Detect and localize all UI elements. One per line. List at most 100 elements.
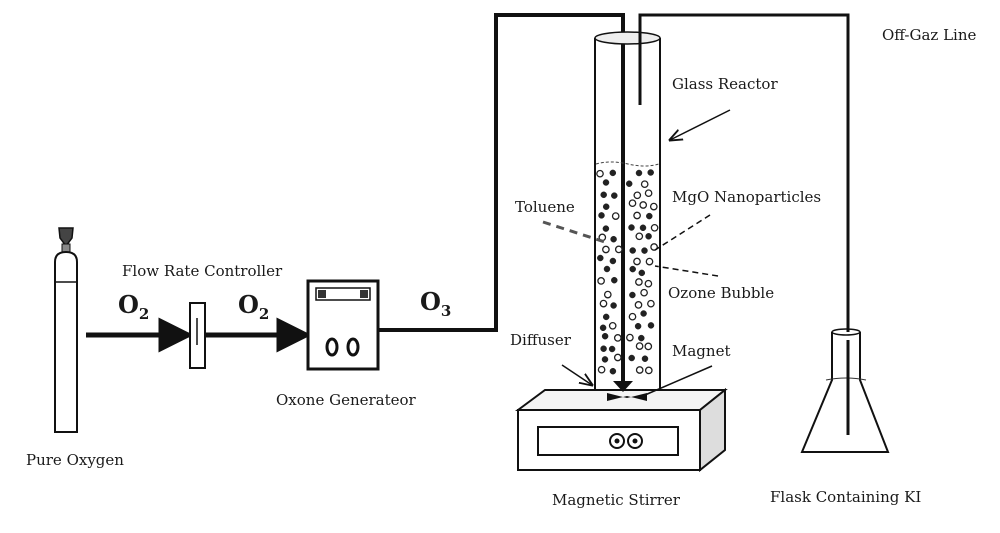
ozone-bubble: [635, 342, 644, 350]
ozone-bubble: [634, 301, 643, 309]
mgo-particle: [601, 356, 609, 363]
flow-rate-controller: [189, 302, 206, 369]
mgo-particle: [635, 169, 643, 177]
diffuser: [613, 381, 633, 392]
ozone-bubble: [602, 245, 610, 254]
mgo-particle: [611, 192, 618, 199]
mgo-particle: [609, 169, 617, 177]
glass-reactor-pointer: [670, 109, 731, 140]
diffuser-pointer: [561, 364, 592, 385]
ozone-bubble: [645, 257, 654, 266]
ozone-bubble: [626, 333, 634, 342]
magnet-label: Magnet: [672, 342, 730, 360]
ozone-bubble: [644, 189, 653, 198]
ozone-bubble: [614, 245, 623, 254]
ozone-bubble: [649, 202, 658, 211]
ozone-bubble: [635, 232, 644, 241]
ozone-bubble: [608, 321, 617, 330]
ozone-bubble: [635, 366, 644, 374]
mgo-particle: [603, 265, 611, 273]
ozone-bubble: [597, 277, 605, 285]
ozone-bubble: [633, 191, 642, 200]
ozone-generator-label: Oxone Generateor: [276, 391, 417, 409]
ozone-bubble: [639, 201, 648, 209]
ozone-bubble: [644, 279, 653, 288]
magnetic-stirrer: [514, 387, 728, 473]
o2-label-1: O2: [118, 290, 149, 323]
mgo-particle: [628, 224, 635, 231]
ozone-bubble: [650, 223, 659, 232]
mgo-particle: [629, 265, 636, 273]
mgo-particle: [602, 179, 610, 186]
magnet-pointer: [644, 365, 713, 396]
mgo-particle: [641, 247, 648, 254]
ozone-bubble: [635, 278, 643, 286]
mgo-particle: [611, 276, 618, 284]
mgo-particle: [639, 224, 647, 232]
ozone-bubble: [603, 290, 612, 299]
mgo-nanoparticles-label: MgO Nanoparticles: [672, 188, 821, 206]
off-gas-line: [638, 13, 859, 438]
ozone-bubble: [599, 299, 608, 308]
ozone-bubble: [633, 257, 641, 266]
mgo-particle: [634, 322, 642, 330]
mgo-particle: [600, 191, 607, 199]
ozone-bubble: [644, 366, 653, 375]
mgo-particle: [625, 180, 633, 187]
mgo-particle: [629, 291, 636, 299]
ozone-bubble: [596, 169, 604, 178]
ozone-bubble: [650, 243, 658, 251]
pure-oxygen-label: Pure Oxygen: [26, 451, 124, 469]
flow-rate-controller-label: Flow Rate Controller: [122, 262, 283, 280]
o2-label-2: O2: [238, 290, 269, 323]
ozone-bubble: [640, 180, 649, 189]
mgo-particle: [599, 324, 607, 332]
mgo-particle: [628, 354, 635, 362]
magnet: [607, 393, 647, 401]
toluene-label: Toluene: [515, 198, 575, 216]
mgo-particle: [640, 310, 647, 317]
ozone-bubble-pointer: [654, 265, 719, 277]
mgo-particle: [609, 367, 617, 375]
mgo-particle: [602, 225, 610, 232]
ozone-bubble: [640, 288, 648, 297]
mgo-particle: [647, 169, 654, 176]
mgo-particle: [602, 203, 610, 210]
mgo-particle: [638, 334, 645, 342]
toluene-pointer: [542, 220, 606, 244]
mgo-particle: [601, 332, 609, 340]
ozone-bubble: [647, 299, 655, 308]
ozone-bubble: [613, 353, 622, 362]
off-gas-line-label: Off-Gaz Line: [882, 26, 977, 44]
mgo-particle: [610, 302, 617, 309]
mgo-particle: [629, 247, 636, 254]
mgo-particle: [647, 322, 655, 329]
diffuser-label: Diffuser: [510, 331, 572, 349]
mgo-pointer: [654, 214, 711, 251]
flask-label: Flask Containing KI: [770, 488, 921, 506]
mgo-particle: [638, 269, 646, 277]
ozone-bubble: [633, 211, 641, 220]
mgo-particle: [598, 212, 605, 219]
oxygen-cylinder: [54, 227, 78, 433]
ozone-bubble: [611, 212, 620, 220]
ozone-feed-line: [378, 13, 625, 390]
ozone-bubble: [597, 365, 606, 374]
ozone-bubble: [628, 312, 637, 321]
mgo-particle: [645, 233, 652, 240]
mgo-particle: [646, 212, 653, 220]
ozone-bubble: [613, 334, 622, 342]
mgo-particle: [641, 355, 649, 362]
ozone-bubble: [644, 342, 653, 351]
mgo-particle: [600, 345, 607, 352]
mgo-particle: [610, 235, 617, 243]
mgo-nanoparticles-and-bubbles: [596, 169, 659, 375]
mgo-particle: [597, 254, 604, 262]
mgo-particle: [608, 345, 616, 353]
ozone-bubble: [628, 199, 637, 208]
ki-flask: [800, 328, 890, 453]
ozone-bubble-label: Ozone Bubble: [668, 284, 774, 302]
glass-reactor-label: Glass Reactor: [672, 75, 778, 93]
o3-label: O3: [420, 287, 451, 320]
